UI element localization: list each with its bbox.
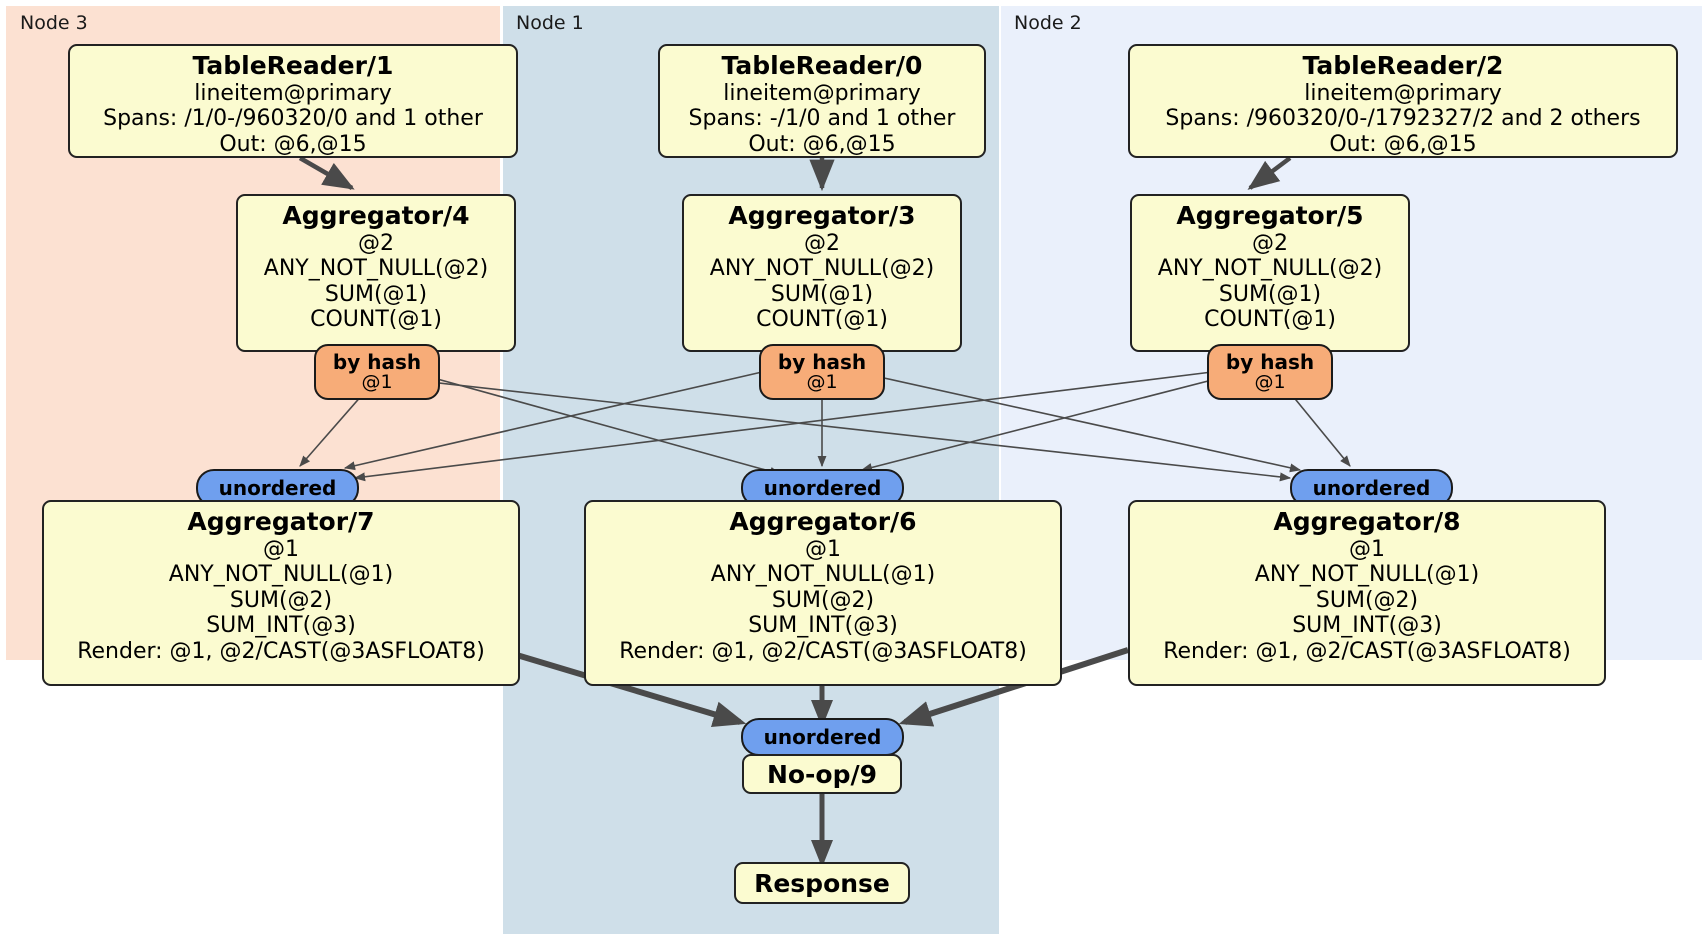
processor-line: @2 [358, 230, 394, 256]
unordered-router-label: unordered [763, 724, 882, 749]
processor-line: SUM_INT(@3) [206, 613, 356, 639]
processor-line: @2 [1252, 230, 1288, 256]
processor-line: Spans: /960320/0-/1792327/2 and 2 others [1165, 106, 1641, 132]
processor-line: Spans: /1/0-/960320/0 and 1 other [103, 106, 483, 132]
processor-line: Out: @6,@15 [219, 131, 367, 157]
edge-tr1-agg4 [298, 156, 355, 190]
hash-router-label: by hash [332, 349, 422, 374]
processor-line: Spans: -/1/0 and 1 other [688, 106, 956, 132]
hash-router-column: @1 [361, 370, 393, 393]
processor-line: Out: @6,@15 [1329, 131, 1477, 157]
processor-aggregator8[interactable]: Aggregator/8 @1 ANY_NOT_NULL(@1) SUM(@2)… [1128, 500, 1606, 686]
processor-tablereader0[interactable]: TableReader/0 lineitem@primary Spans: -/… [658, 44, 986, 158]
processor-line: SUM(@1) [324, 281, 428, 307]
hash-router-column: @1 [1254, 370, 1286, 393]
edge-agg8-final [898, 647, 1129, 727]
processor-line: @1 [1349, 536, 1385, 562]
hash-router-center[interactable]: by hash @1 [759, 344, 885, 400]
node-label-node2: Node 2 [1014, 12, 1082, 34]
processor-line: SUM(@2) [1315, 587, 1419, 613]
processor-title: Aggregator/7 [187, 507, 375, 536]
processor-line: ANY_NOT_NULL(@2) [1157, 256, 1383, 282]
processor-line: lineitem@primary [723, 80, 921, 106]
processor-line: @1 [263, 536, 299, 562]
hash-router-label: by hash [1225, 349, 1315, 374]
processor-title: Aggregator/4 [282, 201, 470, 230]
processor-line: ANY_NOT_NULL(@2) [263, 256, 489, 282]
processor-line: @2 [804, 230, 840, 256]
hash-router-right[interactable]: by hash @1 [1207, 344, 1333, 400]
processor-line: SUM_INT(@3) [1292, 613, 1442, 639]
processor-response[interactable]: Response [734, 862, 910, 904]
node-label-node3: Node 3 [20, 12, 88, 34]
processor-line: ANY_NOT_NULL(@1) [1254, 562, 1480, 588]
unordered-router-label: unordered [763, 475, 882, 500]
processor-line: ANY_NOT_NULL(@1) [710, 562, 936, 588]
processor-noop9-label: No-op/9 [766, 759, 878, 789]
processor-line: SUM(@1) [1218, 281, 1322, 307]
processor-aggregator4[interactable]: Aggregator/4 @2 ANY_NOT_NULL(@2) SUM(@1)… [236, 194, 516, 352]
processor-line: COUNT(@1) [310, 307, 442, 333]
processor-line: SUM(@1) [770, 281, 874, 307]
processor-aggregator7[interactable]: Aggregator/7 @1 ANY_NOT_NULL(@1) SUM(@2)… [42, 500, 520, 686]
processor-line: SUM(@2) [771, 587, 875, 613]
processor-line: Render: @1, @2/CAST(@3ASFLOAT8) [619, 638, 1027, 664]
processor-tablereader2[interactable]: TableReader/2 lineitem@primary Spans: /9… [1128, 44, 1678, 158]
processor-line: SUM(@2) [229, 587, 333, 613]
processor-line: @1 [805, 536, 841, 562]
processor-aggregator6[interactable]: Aggregator/6 @1 ANY_NOT_NULL(@1) SUM(@2)… [584, 500, 1062, 686]
processor-line: ANY_NOT_NULL(@2) [709, 256, 935, 282]
processor-line: Render: @1, @2/CAST(@3ASFLOAT8) [77, 638, 485, 664]
processor-title: Aggregator/6 [729, 507, 917, 536]
processor-title: TableReader/2 [1302, 51, 1504, 80]
edge-hashC-unordR [883, 377, 1302, 473]
processor-line: ANY_NOT_NULL(@1) [168, 562, 394, 588]
processor-tablereader1[interactable]: TableReader/1 lineitem@primary Spans: /1… [68, 44, 518, 158]
hash-router-column: @1 [806, 370, 838, 393]
processor-title: Aggregator/8 [1273, 507, 1461, 536]
processor-title: TableReader/1 [192, 51, 394, 80]
edge-hashL-unordR [411, 379, 1292, 482]
processor-line: COUNT(@1) [1204, 307, 1336, 333]
edge-agg7-final [499, 647, 747, 728]
edge-hashC-unordL [343, 371, 763, 471]
processor-line: lineitem@primary [194, 80, 392, 106]
unordered-router-label: unordered [218, 475, 337, 500]
processor-line: Out: @6,@15 [748, 131, 896, 157]
edge-tr2-agg5 [1247, 156, 1292, 190]
processor-line: lineitem@primary [1304, 80, 1502, 106]
processor-aggregator5[interactable]: Aggregator/5 @2 ANY_NOT_NULL(@2) SUM(@1)… [1130, 194, 1410, 352]
processor-line: COUNT(@1) [756, 307, 888, 333]
edge-hashR-unordL [353, 371, 1213, 482]
hash-router-left[interactable]: by hash @1 [314, 344, 440, 400]
processor-title: Aggregator/5 [1176, 201, 1364, 230]
edge-hashR-unordC [860, 379, 1213, 472]
unordered-router-label: unordered [1312, 475, 1431, 500]
processor-aggregator3[interactable]: Aggregator/3 @2 ANY_NOT_NULL(@2) SUM(@1)… [682, 194, 962, 352]
hash-router-label: by hash [777, 349, 867, 374]
processor-line: SUM_INT(@3) [748, 613, 898, 639]
processor-title: Aggregator/3 [728, 201, 916, 230]
processor-title: TableReader/0 [721, 51, 923, 80]
edge-hashL-unordC [411, 371, 782, 476]
processor-response-label: Response [754, 868, 890, 898]
node-label-node1: Node 1 [516, 12, 584, 34]
processor-line: Render: @1, @2/CAST(@3ASFLOAT8) [1163, 638, 1571, 664]
processor-noop9[interactable]: No-op/9 [742, 754, 902, 794]
unordered-router-final[interactable]: unordered [741, 718, 904, 756]
